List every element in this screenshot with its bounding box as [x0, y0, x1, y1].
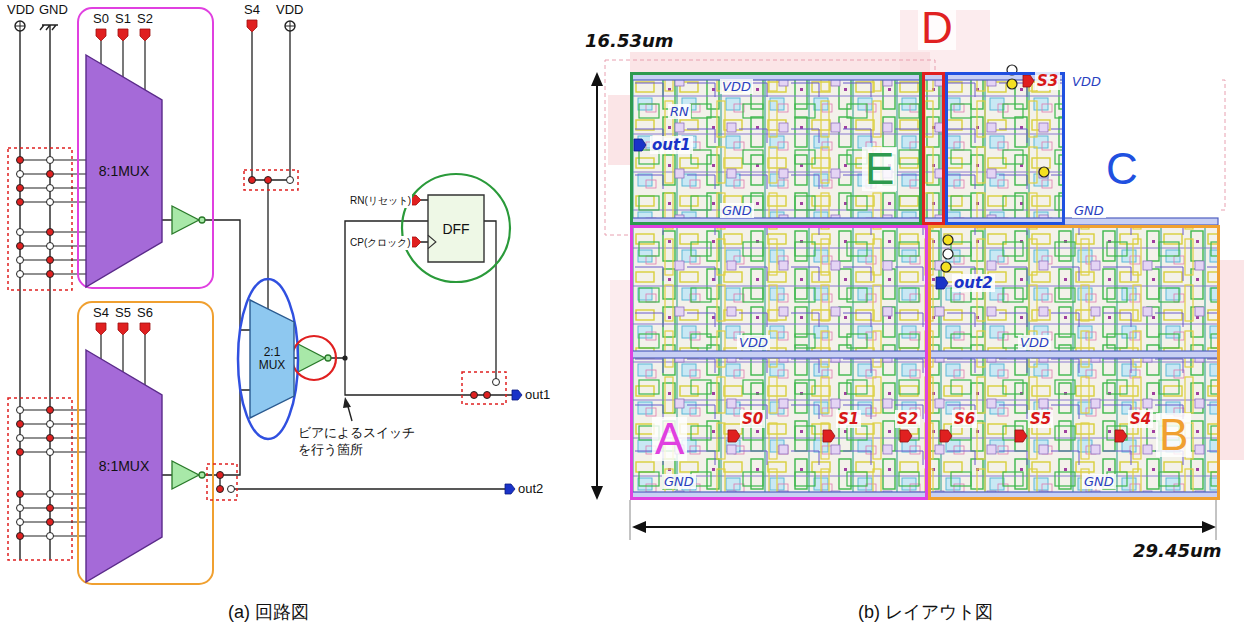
signal-label: S1 — [836, 410, 861, 428]
region-letter: A — [652, 417, 687, 461]
output-label: out1 — [524, 387, 551, 402]
sub-caption: (a) 回路図 — [228, 600, 309, 624]
region-letter: B — [1156, 413, 1191, 457]
power-label: VDD — [720, 79, 753, 94]
mux-symbol: 2:1 MUX — [250, 300, 294, 418]
node-label: DFF — [442, 221, 469, 237]
wire — [162, 220, 250, 330]
output-label: out1 — [650, 136, 693, 154]
mux-symbol: 8:1MUX — [86, 55, 162, 287]
signal-label: S1 — [114, 11, 132, 26]
node-label: 2:1 MUX — [250, 346, 294, 372]
region-letter: C — [1103, 147, 1141, 191]
layout-region: A — [630, 225, 928, 500]
layout-region: C — [945, 72, 1065, 225]
power-label: GND — [1072, 203, 1106, 218]
signal-label: S3 — [1035, 72, 1060, 90]
power-label: GND — [1082, 474, 1116, 489]
power-label: GND — [38, 2, 69, 17]
region-letter: E — [862, 147, 897, 191]
pin-label: RN — [668, 104, 691, 119]
wire-line — [294, 221, 428, 358]
power-label: VDD — [737, 335, 770, 350]
signal-label: S5 — [1028, 410, 1053, 428]
signal-label: S5 — [114, 305, 132, 320]
pin-label: RN(リセット) — [349, 194, 412, 208]
power-label: GND — [662, 474, 696, 489]
dimension-label: 29.45um — [1133, 540, 1222, 561]
signal-label: S6 — [136, 305, 154, 320]
mux-symbol: 8:1MUX — [86, 350, 162, 582]
power-label: VDD — [6, 2, 35, 17]
node-label: 8:1MUX — [99, 458, 150, 474]
power-label: GND — [720, 203, 754, 218]
signal-label: S0 — [740, 410, 765, 428]
wire — [294, 221, 428, 358]
signal-label: S4 — [1128, 410, 1153, 428]
signal-label: S2 — [136, 11, 154, 26]
dimension-label: 16.53um — [585, 30, 674, 51]
pin-label: CP(クロック) — [349, 236, 412, 250]
power-label: VDD — [275, 2, 304, 17]
signal-label: S4 — [243, 2, 261, 17]
output-label: out2 — [517, 481, 544, 496]
wire-line — [162, 220, 250, 330]
signal-label: S6 — [952, 410, 977, 428]
sub-caption: (b) レイアウト図 — [858, 600, 993, 624]
output-label: out2 — [952, 274, 995, 292]
layout-region: B — [928, 225, 1220, 500]
flip-flop-block: DFF — [428, 195, 484, 262]
signal-label: S0 — [92, 11, 110, 26]
signal-label: S2 — [895, 410, 920, 428]
power-label: VDD — [1018, 335, 1051, 350]
signal-label: S4 — [92, 305, 110, 320]
annotation-note: ビアによるスイッチ を行う箇所 — [298, 425, 422, 459]
region-letter: D — [918, 6, 956, 50]
layout-region: D — [922, 72, 945, 225]
power-label: VDD — [1070, 74, 1103, 89]
node-label: 8:1MUX — [99, 163, 150, 179]
